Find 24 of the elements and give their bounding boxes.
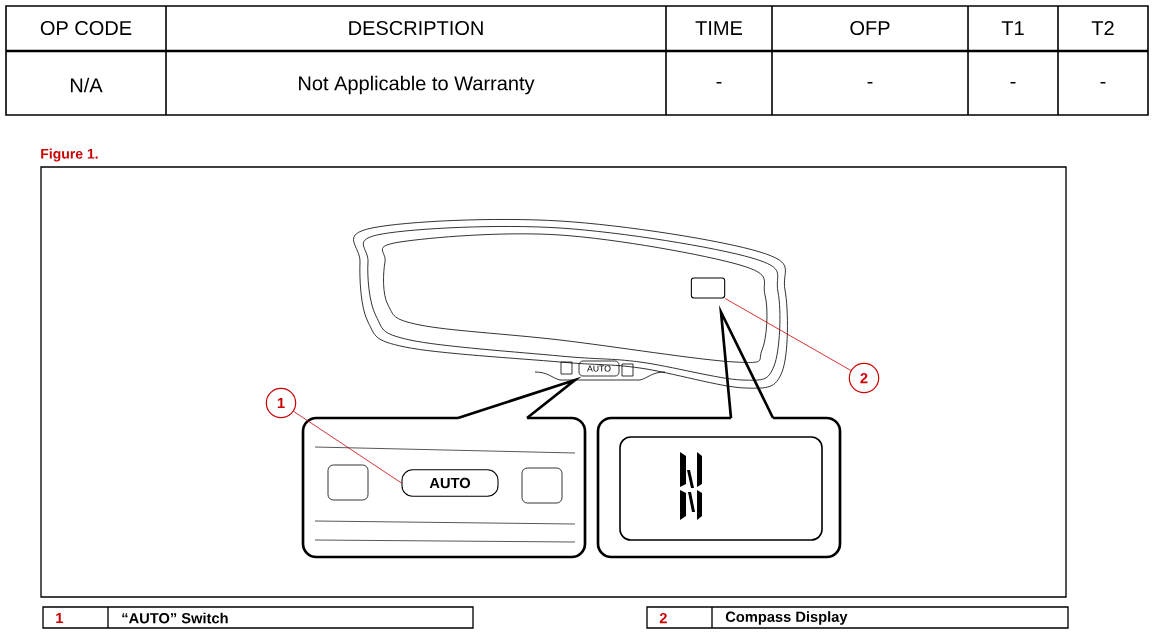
table-header: DESCRIPTION (349, 20, 483, 36)
part-number: 2 (659, 612, 667, 624)
table-header: OFP (850, 20, 890, 36)
table-header: TIME (695, 21, 743, 35)
leader-line (293, 411, 402, 484)
leader-line (724, 298, 852, 371)
part-name: “AUTO” Switch (122, 612, 228, 624)
table-cell: Not Applicable to Warranty (299, 75, 535, 95)
table-header: T1 (1001, 21, 1024, 35)
compass-display-window (690, 277, 726, 299)
table-cell: N/A (70, 77, 103, 93)
table-cell: - (867, 81, 873, 84)
figure-title: Figure 1. (41, 148, 98, 162)
part-number: 1 (56, 612, 63, 624)
callout-number: 1 (265, 387, 297, 419)
table-header: T2 (1091, 21, 1114, 35)
table-cell: - (1100, 81, 1106, 84)
table-header: OP CODE (40, 20, 132, 36)
table-cell: - (716, 81, 722, 84)
callout-number: 2 (848, 362, 880, 394)
auto-switch: AUTO (401, 469, 499, 497)
table-cell: - (1010, 81, 1016, 84)
part-name: Compass Display (725, 611, 848, 625)
switch-label: AUTO (587, 365, 611, 372)
